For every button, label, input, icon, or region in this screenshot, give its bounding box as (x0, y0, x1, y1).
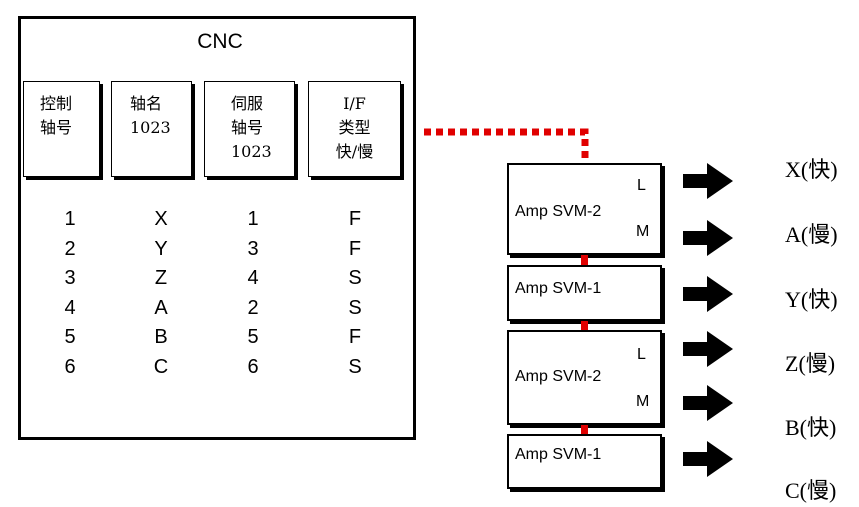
axis-output-label: X(快) (785, 157, 838, 182)
header-servo-axis-line1: 伺服 (231, 94, 264, 113)
output-arrow-icon (683, 331, 733, 367)
amp-svm2-top: Amp SVM-2 L M (507, 163, 662, 255)
output-arrow-icon (683, 385, 733, 421)
amp-link (581, 255, 588, 265)
amp-svm2-bottom: Amp SVM-2 L M (507, 330, 662, 425)
header-if-type-line3: 快/慢 (335, 142, 374, 161)
cell-servo-axis: 4 (247, 267, 259, 289)
amp-label: Amp SVM-2 (515, 203, 602, 220)
header-servo-axis: 伺服 轴号 1023 (204, 81, 295, 177)
cnc-to-amp-link (424, 128, 589, 166)
column-control-axis: 1 2 3 4 5 6 (55, 205, 85, 382)
cell-control-axis: 3 (64, 267, 76, 289)
header-if-type-line1: I/F (343, 94, 366, 113)
header-axis-name-line1: 轴名 (130, 94, 163, 113)
cell-axis-name: B (154, 326, 168, 348)
amp-label: Amp SVM-1 (515, 280, 602, 297)
axis-output-label: A(慢) (785, 222, 838, 247)
cell-if-type: F (348, 326, 362, 348)
header-control-axis-line1: 控制 (40, 94, 73, 113)
cell-if-type: F (348, 237, 362, 260)
header-axis-name-line2: 1023 (130, 118, 171, 137)
column-if-type: F F S S F S (340, 205, 370, 382)
cell-control-axis: 4 (64, 296, 76, 319)
amp-label: Amp SVM-2 (515, 368, 602, 385)
cell-if-type: S (348, 355, 362, 378)
cell-axis-name: X (154, 208, 168, 230)
output-arrow-icon (683, 220, 733, 256)
amp-link (581, 425, 588, 434)
cell-if-type: S (348, 267, 362, 289)
cell-control-axis: 2 (64, 237, 76, 260)
header-axis-name: 轴名 1023 (111, 81, 192, 177)
amp-svm1-bottom: Amp SVM-1 (507, 434, 662, 489)
cell-axis-name: A (154, 296, 168, 319)
cell-servo-axis: 5 (247, 326, 259, 348)
axis-output-label: B(快) (785, 415, 837, 440)
header-if-type: I/F 类型 快/慢 (308, 81, 401, 177)
amp-label: Amp SVM-1 (515, 446, 602, 463)
output-arrow-icon (683, 441, 733, 477)
amp-svm1-top: Amp SVM-1 (507, 265, 662, 321)
axis-output-label: Y(快) (785, 287, 838, 312)
cell-if-type: S (348, 296, 362, 319)
amp-port-m: M (636, 393, 650, 410)
column-axis-name: X Y Z A B C (146, 205, 176, 382)
amp-link (581, 321, 588, 330)
amp-port-m: M (636, 223, 650, 240)
header-control-axis-line2: 轴号 (40, 118, 73, 137)
cell-servo-axis: 6 (247, 355, 259, 378)
amp-port-l: L (637, 177, 646, 194)
cell-control-axis: 5 (64, 326, 76, 348)
cell-servo-axis: 2 (247, 296, 259, 319)
amp-port-l: L (637, 346, 646, 363)
cnc-title: CNC (197, 30, 243, 53)
header-servo-axis-line2: 轴号 (231, 118, 264, 137)
axis-output-label: Z(慢) (785, 351, 836, 376)
header-servo-axis-line3: 1023 (231, 142, 272, 161)
header-if-type-line2: 类型 (338, 118, 371, 137)
cell-axis-name: Z (154, 267, 168, 289)
output-arrow-icon (683, 163, 733, 199)
cell-if-type: F (348, 208, 362, 230)
cell-control-axis: 1 (64, 208, 76, 230)
cell-servo-axis: 1 (247, 208, 259, 230)
output-arrow-icon (683, 276, 733, 312)
cell-axis-name: C (153, 355, 169, 378)
column-servo-axis: 1 3 4 2 5 6 (238, 205, 268, 382)
header-control-axis: 控制 轴号 (23, 81, 100, 177)
cell-axis-name: Y (154, 237, 168, 260)
cell-control-axis: 6 (64, 355, 76, 378)
axis-output-label: C(慢) (785, 478, 837, 503)
cell-servo-axis: 3 (247, 237, 259, 260)
